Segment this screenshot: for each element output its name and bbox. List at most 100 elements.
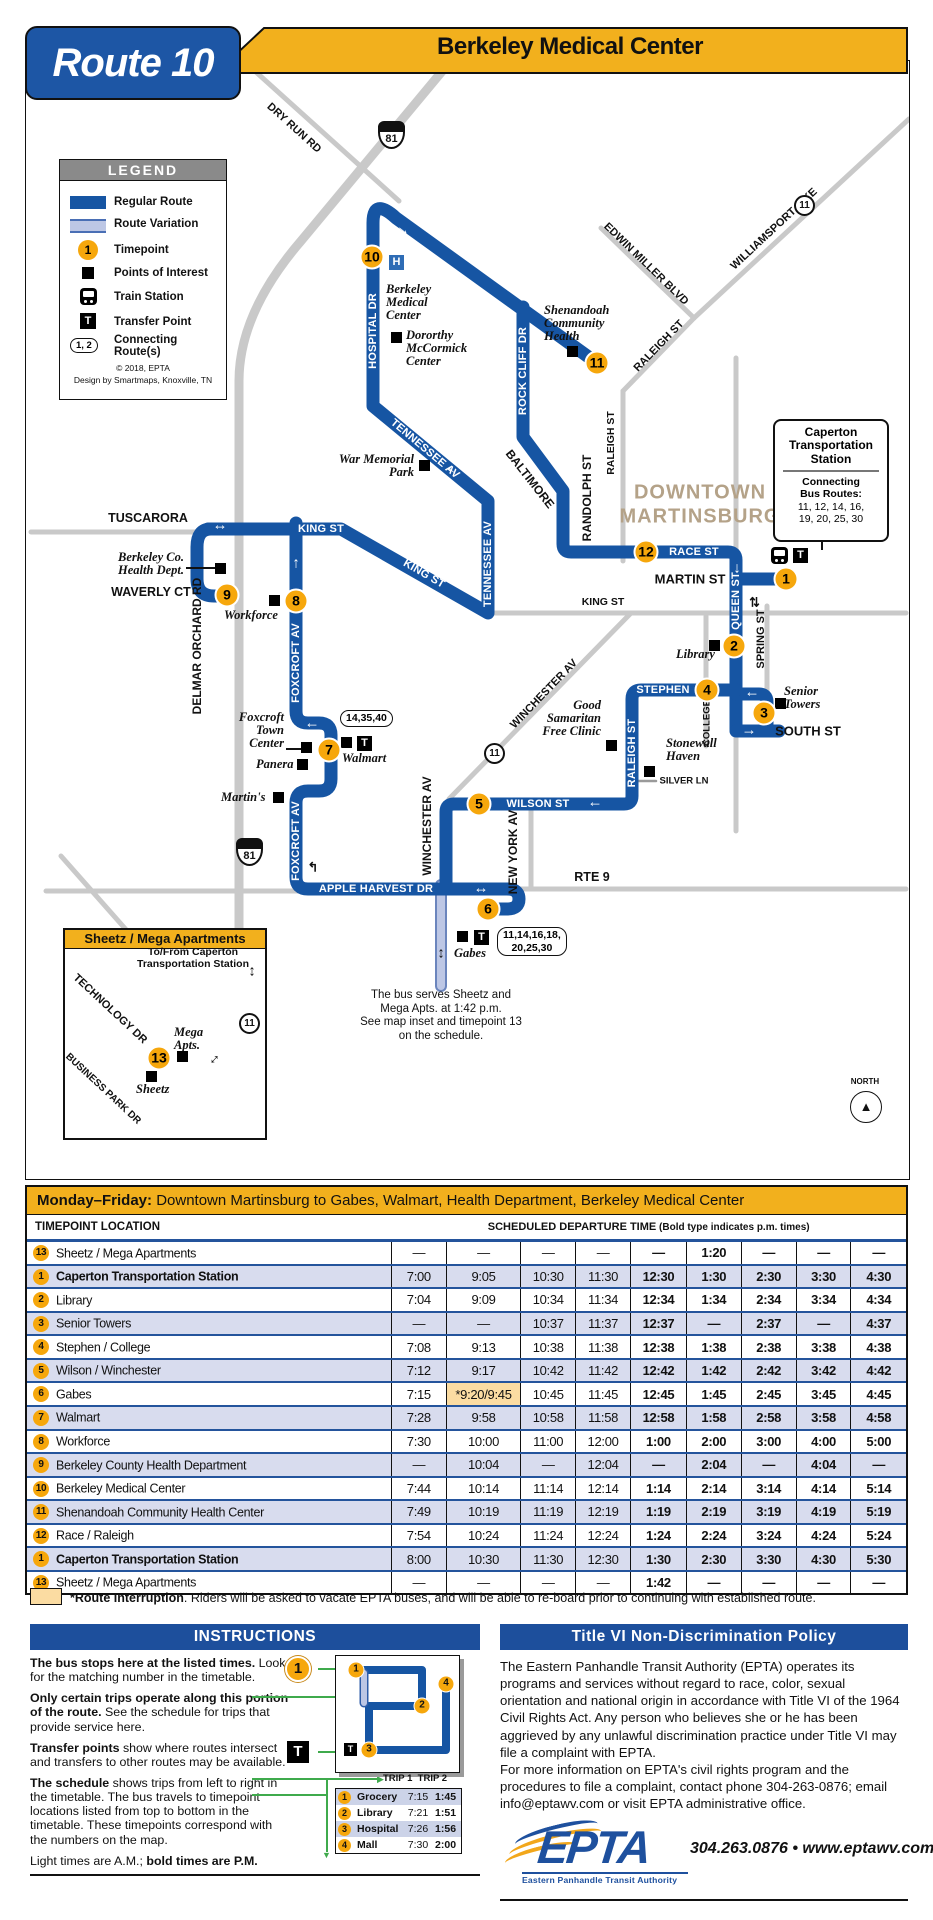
timepoint-3: 3 (751, 700, 777, 726)
schedule-time-cell: 7:28 (390, 1405, 447, 1430)
timepoint-badge: 1 (33, 1551, 49, 1568)
street-martin-st: MARTIN ST (654, 571, 726, 587)
departure-time-header-main: SCHEDULED DEPARTURE TIME (487, 1221, 657, 1233)
schedule-time-cell: 12:45 (630, 1382, 687, 1406)
direction-arrow: → (741, 721, 757, 739)
direction-arrow: ↕ (248, 962, 256, 980)
schedule-time-cell: — (575, 1570, 631, 1594)
timepoint-9: 9 (214, 582, 240, 608)
schedule-time-cell: 2:34 (740, 1288, 797, 1312)
street-waverly-ct: WAVERLY CT (111, 585, 191, 599)
legend-item-label: Route Variation (114, 218, 199, 230)
timepoint-name: Berkeley Medical Center (56, 1481, 186, 1496)
logo-wordmark: EPTA (535, 1821, 653, 1873)
street-rte-9: RTE 9 (574, 870, 610, 884)
poi-marker (177, 1051, 188, 1062)
mini-schedule-cell: Grocery (356, 1791, 398, 1803)
schedule-time-cell: 12:30 (630, 1264, 687, 1289)
diagram-connector (252, 1794, 327, 1796)
schedule-time-cell: 1:20 (685, 1240, 742, 1265)
poi-marker (273, 792, 284, 803)
roads-layer (28, 61, 909, 1136)
street-tuscarora: TUSCARORA (108, 511, 188, 525)
street-rock-cliff-dr: ROCK CLIFF DR (517, 326, 529, 416)
poi-martins: Martin's (221, 790, 266, 804)
regular-route-swatch (70, 196, 106, 209)
timepoint-name: Walmart (56, 1411, 100, 1425)
direction-arrow: ⇄ (747, 596, 763, 608)
poi-marker (301, 742, 312, 753)
schedule-time-cell: 10:58 (520, 1405, 576, 1430)
poi-berkeley-medical-center: Berkeley Medical Center (386, 282, 432, 322)
mini-schedule-cell: 1:51 (435, 1807, 457, 1819)
map-service-note: The bus serves Sheetz and Mega Apts. at … (360, 989, 522, 1042)
schedule-time-cell: 1:19 (630, 1500, 687, 1524)
route-11-shield: 11 (794, 195, 815, 216)
schedule-time-cell: 7:54 (390, 1523, 447, 1548)
legend-design-credit: Design by Smartmaps, Knoxville, TN (73, 375, 213, 385)
schedule-time-cell: 3:24 (740, 1523, 797, 1548)
schedule-time-cell: — (390, 1311, 447, 1336)
schedule-time-cell: 1:14 (630, 1476, 687, 1501)
title-vi-header: Title VI Non-Discrimination Policy (500, 1624, 908, 1650)
schedule-time-cell: 4:58 (850, 1405, 906, 1430)
schedule-time-cell: 1:42 (630, 1570, 687, 1594)
example-mini-map: 1 2 3 4 T (335, 1655, 460, 1773)
schedule-time-cell: 10:34 (520, 1288, 576, 1312)
legend-item-label: Transfer Point (114, 316, 192, 328)
caperton-subtitle: Connecting Bus Routes: (800, 475, 862, 500)
route-11-shield: 11 (484, 743, 505, 764)
timepoint-name: Race / Raleigh (56, 1528, 134, 1543)
inset-map-box: Sheetz / Mega Apartments (63, 928, 267, 1140)
poi-library: Library (676, 647, 715, 661)
diagram-connector (326, 1778, 328, 1852)
schedule-time-cell: 7:00 (390, 1264, 447, 1289)
schedule-days: Monday–Friday: (37, 1192, 153, 1209)
schedule-time-cell: 1:45 (685, 1382, 742, 1406)
mini-timepoint-badge: 3 (338, 1822, 351, 1836)
timepoint-name: Stephen / College (56, 1340, 151, 1355)
inset-title: Sheetz / Mega Apartments (65, 930, 265, 949)
instructions-header: INSTRUCTIONS (30, 1624, 480, 1650)
street-race-st: RACE ST (669, 546, 719, 558)
legend-item-transfer-point: T Transfer Point (60, 311, 226, 333)
legend-copyright: © 2018, EPTA (116, 363, 170, 373)
schedule-time-cell: 7:04 (390, 1288, 447, 1312)
title-vi-paragraph-2: For more information on EPTA's civil rig… (500, 1761, 888, 1812)
timepoint-2: 2 (721, 633, 747, 659)
schedule-time-cell: 2:04 (685, 1453, 742, 1477)
schedule-time-cell: 12:37 (630, 1311, 687, 1336)
schedule-time-cell: 10:30 (520, 1264, 576, 1289)
schedule-time-cell: 5:19 (850, 1500, 906, 1524)
title-vi-paragraph-1: The Eastern Panhandle Transit Authority … (500, 1659, 900, 1760)
departure-time-header-note: (Bold type indicates p.m. times) (656, 1222, 810, 1233)
schedule-time-cell: 3:58 (795, 1405, 851, 1430)
diagram-connector (252, 1696, 363, 1698)
schedule-time-cell: 10:19 (445, 1500, 521, 1524)
legend-item-label: Points of Interest (114, 267, 208, 279)
street-wilson-st: WILSON ST (506, 798, 570, 810)
schedule-time-cell: 1:42 (685, 1358, 742, 1383)
timepoint-badge: 13 (33, 1574, 49, 1591)
poi-marker (644, 766, 655, 777)
timepoint-name: Shenandoah Community Health Center (56, 1505, 264, 1520)
mini-timepoint-2: 2 (413, 1697, 431, 1715)
schedule-time-cell: 7:15 (390, 1382, 447, 1406)
mini-schedule-cell: 1:56 (435, 1823, 457, 1835)
schedule-time-cell: — (685, 1311, 742, 1336)
connecting-routes-pill: 14,35,40 (340, 710, 393, 727)
schedule-time-cell: 10:04 (445, 1453, 521, 1477)
mini-timepoint-1: 1 (347, 1661, 365, 1679)
direction-arrow: ↕ (437, 944, 445, 962)
schedule-time-cell: 4:00 (795, 1429, 851, 1454)
timepoint-badge: 5 (33, 1362, 49, 1379)
mini-timepoint-badge: 4 (338, 1838, 351, 1852)
schedule-time-cell: — (520, 1570, 576, 1594)
